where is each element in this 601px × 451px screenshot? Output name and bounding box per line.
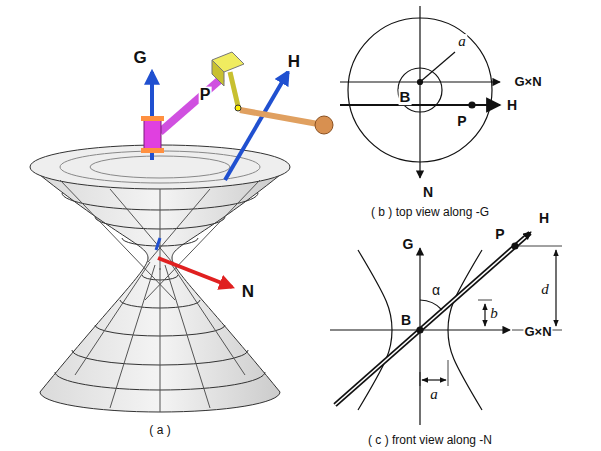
dimension-label: d [540, 282, 550, 298]
mechanism [141, 52, 333, 287]
dimension-label: a [457, 34, 467, 50]
hyperboloid [30, 145, 290, 412]
panel-caption: ( a ) [148, 424, 171, 437]
angle-label: α [431, 283, 441, 298]
axis-label: H [538, 211, 550, 226]
axis-label: G×N [513, 75, 542, 89]
point-label: P [199, 87, 212, 104]
point-label: P [494, 227, 505, 242]
axis-label: H [287, 53, 301, 71]
panel-caption: ( b ) top view along -G [370, 206, 490, 219]
axis-label: H [506, 98, 518, 113]
point-label: B [399, 89, 412, 105]
axis-label: N [241, 283, 255, 301]
front-view [330, 232, 562, 425]
dimension-label: a [429, 387, 439, 403]
axis-label: G×N [523, 325, 552, 339]
point-label: P [456, 114, 467, 129]
axis-label: G [132, 49, 147, 67]
point-label: B [400, 313, 412, 328]
top-view [340, 6, 500, 178]
panel-caption: ( c ) front view along -N [367, 434, 493, 447]
axis-label: G [402, 237, 415, 252]
axis-label: N [422, 185, 434, 200]
dimension-label: b [489, 306, 499, 322]
